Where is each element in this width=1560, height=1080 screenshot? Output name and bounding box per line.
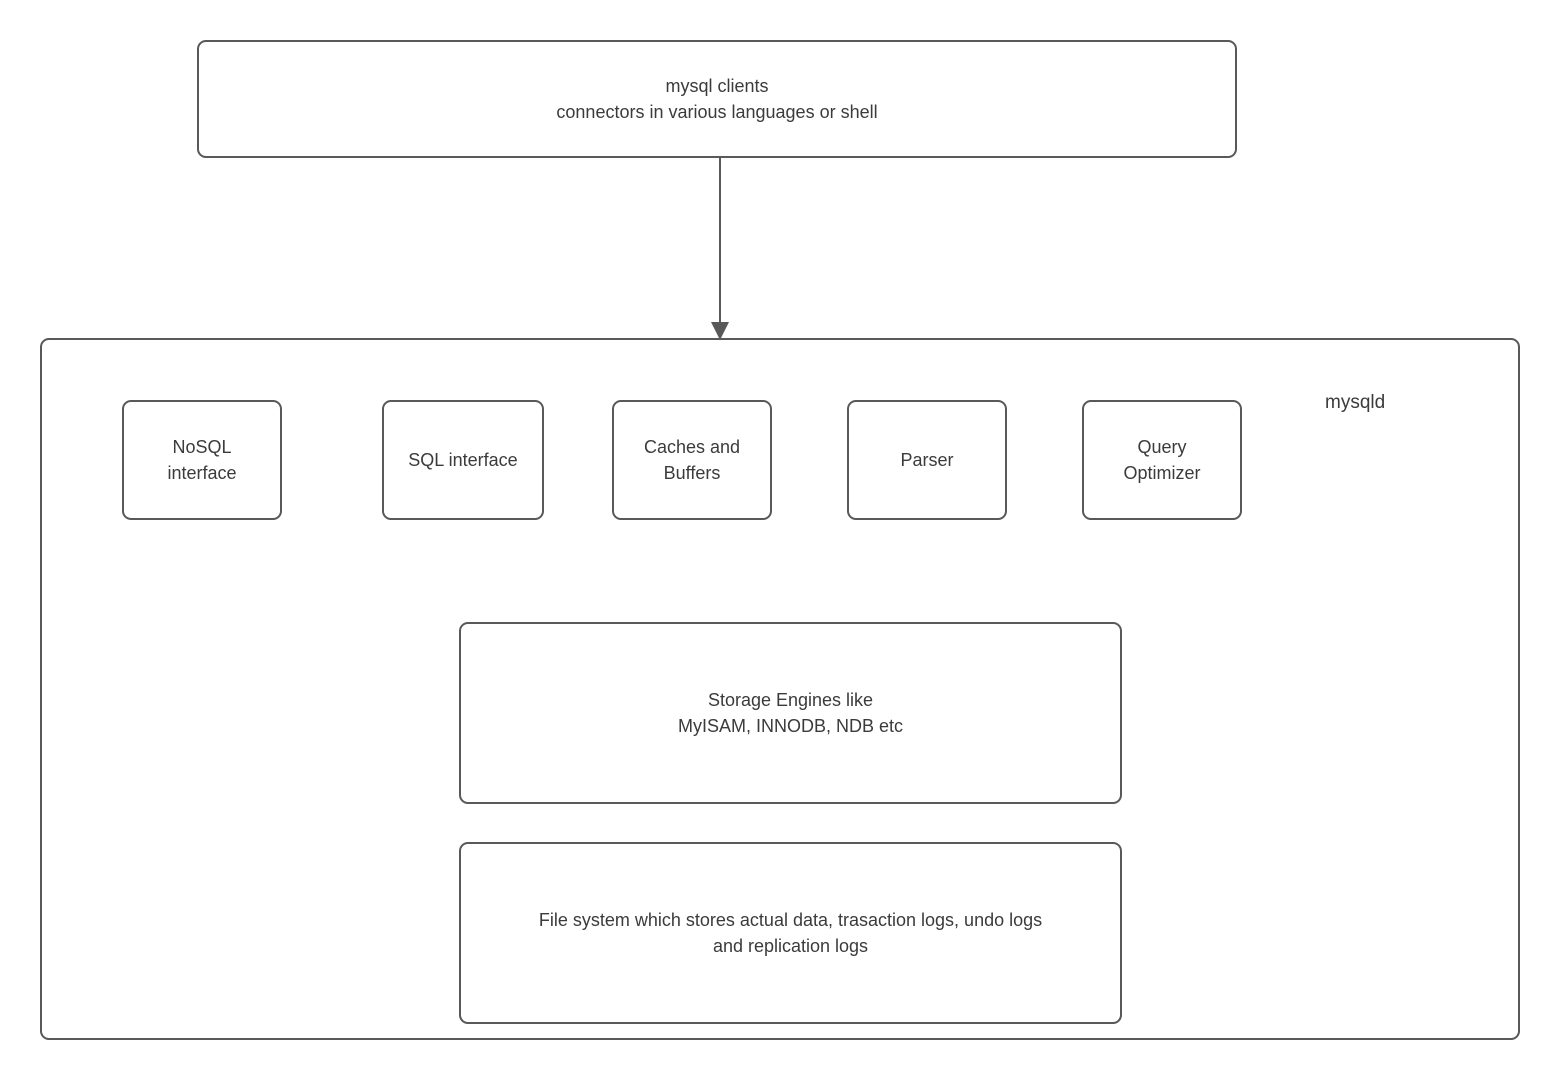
- sql-interface-box: SQL interface: [382, 400, 544, 520]
- query-optimizer-box: Query Optimizer: [1082, 400, 1242, 520]
- mysql-clients-label: mysql clients connectors in various lang…: [556, 76, 878, 122]
- mysqld-label: mysqld: [1325, 392, 1386, 413]
- file-system-label: File system which stores actual data, tr…: [538, 910, 1043, 956]
- query-optimizer-label: Query Optimizer: [1123, 437, 1201, 483]
- parser-label: Parser: [900, 450, 954, 470]
- nosql-interface-label: NoSQL interface: [167, 437, 237, 483]
- arrow-line: [719, 158, 721, 324]
- caches-and-buffers-box: Caches and Buffers: [612, 400, 772, 520]
- nosql-interface-box: NoSQL interface: [122, 400, 282, 520]
- storage-engines-box: Storage Engines like MyISAM, INNODB, NDB…: [459, 622, 1122, 804]
- parser-box: Parser: [847, 400, 1007, 520]
- mysqld-container-box: mysqld NoSQL interface SQL interface Cac…: [40, 338, 1520, 1040]
- mysql-clients-box: mysql clients connectors in various lang…: [197, 40, 1237, 158]
- file-system-box: File system which stores actual data, tr…: [459, 842, 1122, 1024]
- caches-and-buffers-label: Caches and Buffers: [643, 437, 741, 483]
- storage-engines-label: Storage Engines like MyISAM, INNODB, NDB…: [677, 690, 904, 736]
- sql-interface-label: SQL interface: [408, 450, 518, 470]
- arrow-head-down-icon: [711, 322, 729, 340]
